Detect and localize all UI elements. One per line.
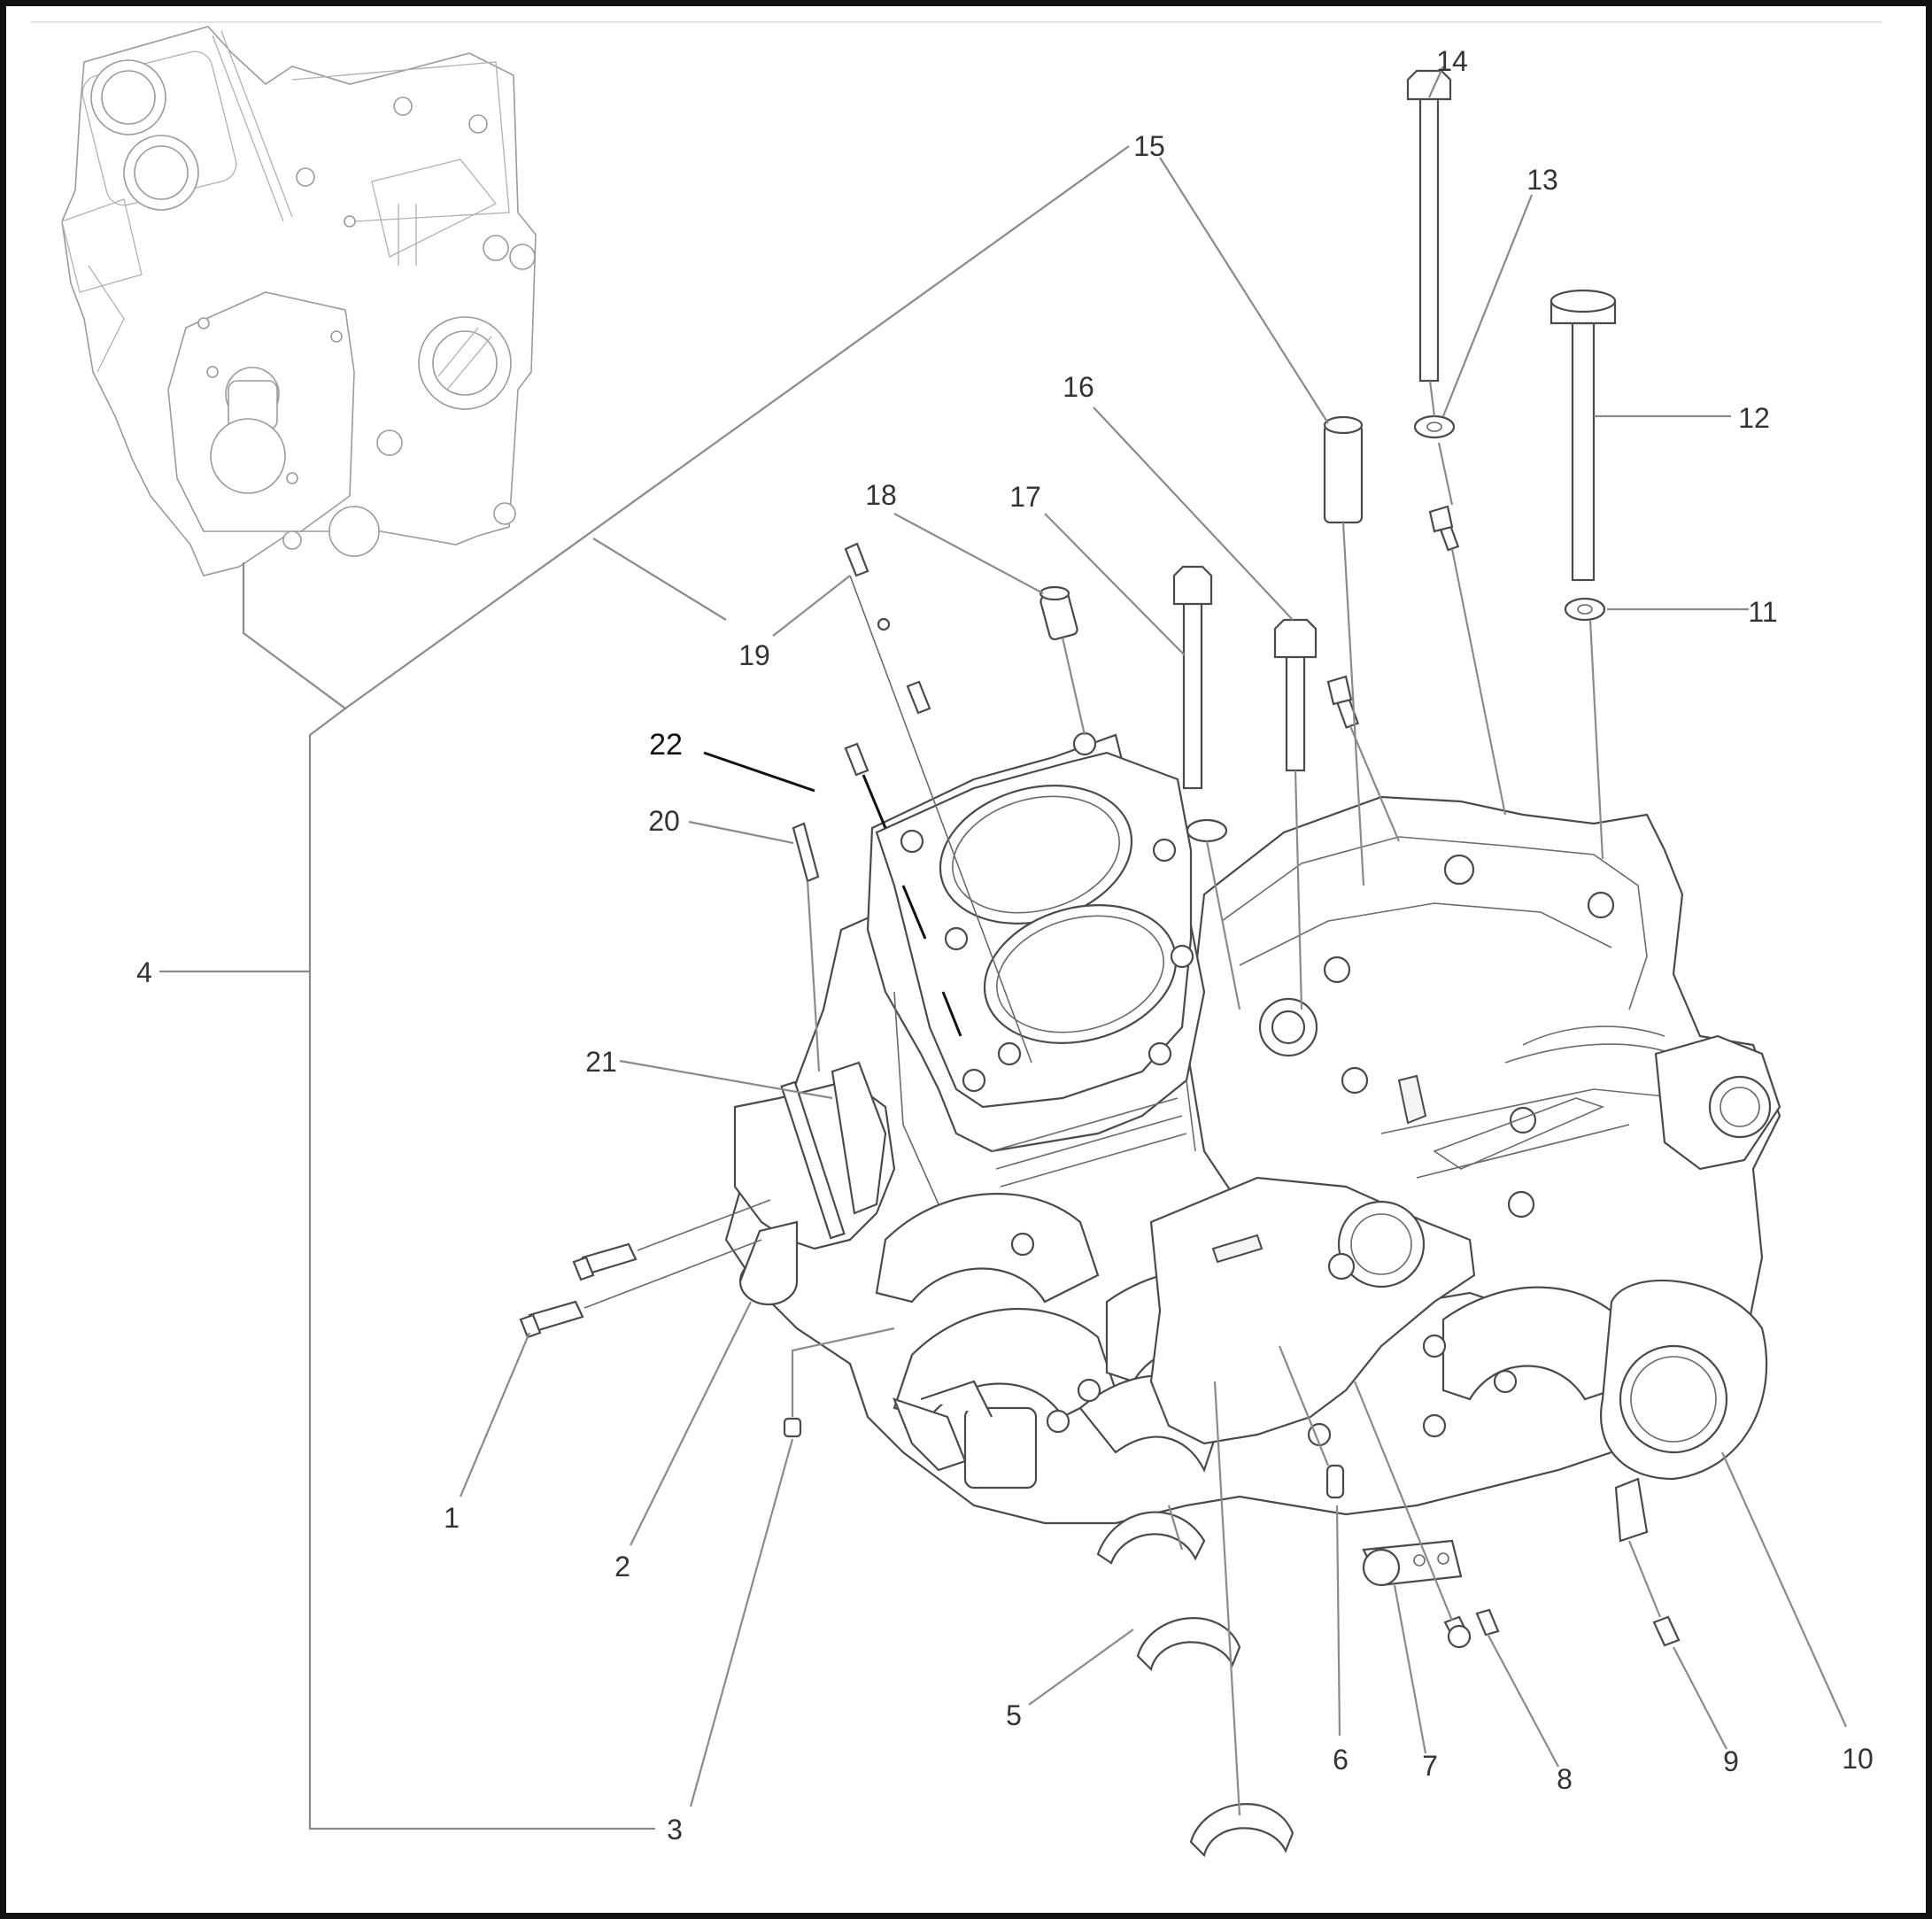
- callout-2: 2: [614, 1551, 630, 1582]
- part-13-washer: [1413, 414, 1456, 439]
- part-5-bearing-shells: [1096, 1511, 1294, 1858]
- callout-5: 5: [1006, 1699, 1022, 1731]
- callout-3: 3: [667, 1814, 683, 1845]
- callout-7: 7: [1422, 1750, 1438, 1782]
- callout-15: 15: [1133, 130, 1165, 162]
- crankcase-assembly: [724, 731, 1781, 1525]
- callout-19: 19: [738, 639, 770, 671]
- part-14-bolt: [1406, 69, 1452, 383]
- part-22-jet: [844, 742, 962, 1037]
- part-17-bolt: [1172, 565, 1228, 843]
- part-19-jets: [844, 542, 1032, 1064]
- leader-lines: [159, 66, 1848, 1830]
- part-21-plate: [831, 1061, 887, 1215]
- callout-6: 6: [1333, 1744, 1349, 1776]
- callout-18: 18: [865, 479, 897, 511]
- callout-1: 1: [444, 1502, 460, 1534]
- part-8-bolts: [1443, 1608, 1500, 1649]
- part-9-bolt: [1652, 1615, 1681, 1647]
- callouts: 1 2 3 4 5 6 7 8 9 10 11 12 13 14 15 16 1…: [136, 45, 1874, 1845]
- callout-16: 16: [1063, 371, 1094, 403]
- callout-17: 17: [1009, 481, 1041, 513]
- callout-21: 21: [585, 1046, 617, 1078]
- callout-9: 9: [1723, 1745, 1739, 1777]
- callout-12: 12: [1738, 402, 1770, 434]
- assembled-engine-inset: [61, 26, 537, 576]
- part-12-bolt: [1549, 289, 1617, 582]
- callout-14: 14: [1436, 45, 1468, 77]
- part-15-sleeve: [1323, 415, 1364, 524]
- part-6-dowel: [1325, 1464, 1345, 1499]
- callout-8: 8: [1557, 1763, 1573, 1795]
- callout-20: 20: [648, 805, 680, 837]
- callout-13: 13: [1526, 164, 1558, 196]
- part-18-sleeve: [1039, 585, 1078, 641]
- callout-10: 10: [1842, 1743, 1874, 1775]
- part-3-dowel: [783, 1417, 802, 1438]
- part-13-small-bolt: [1428, 505, 1460, 552]
- part-16-bolt: [1273, 618, 1318, 772]
- part-7-bracket: [1362, 1539, 1463, 1587]
- callout-22: 22: [649, 728, 683, 762]
- part-20-pin: [792, 822, 820, 883]
- part-1-bolts: [519, 1199, 771, 1339]
- part-10-cover: [1600, 1279, 1768, 1543]
- part-11-washer: [1564, 597, 1606, 622]
- callout-4: 4: [136, 956, 152, 988]
- callout-11: 11: [1748, 596, 1777, 628]
